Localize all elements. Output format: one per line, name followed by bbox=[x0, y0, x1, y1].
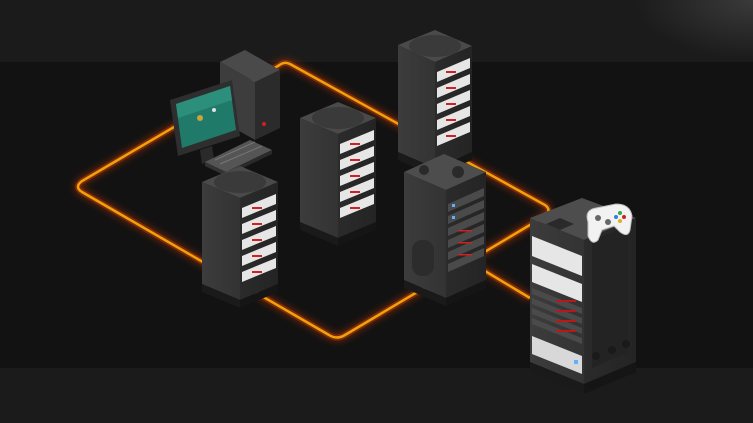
game-controller-icon bbox=[586, 203, 633, 243]
gaming-pc-icon bbox=[170, 50, 280, 176]
bottom-band bbox=[0, 368, 753, 423]
server-rack-icon bbox=[398, 30, 472, 176]
server-rack-icon bbox=[300, 102, 376, 246]
server-rack-icon bbox=[202, 166, 278, 308]
monitor-icon bbox=[170, 80, 240, 164]
server-rack-icon bbox=[404, 154, 486, 306]
top-band bbox=[0, 0, 753, 62]
corner-shade bbox=[633, 0, 753, 60]
